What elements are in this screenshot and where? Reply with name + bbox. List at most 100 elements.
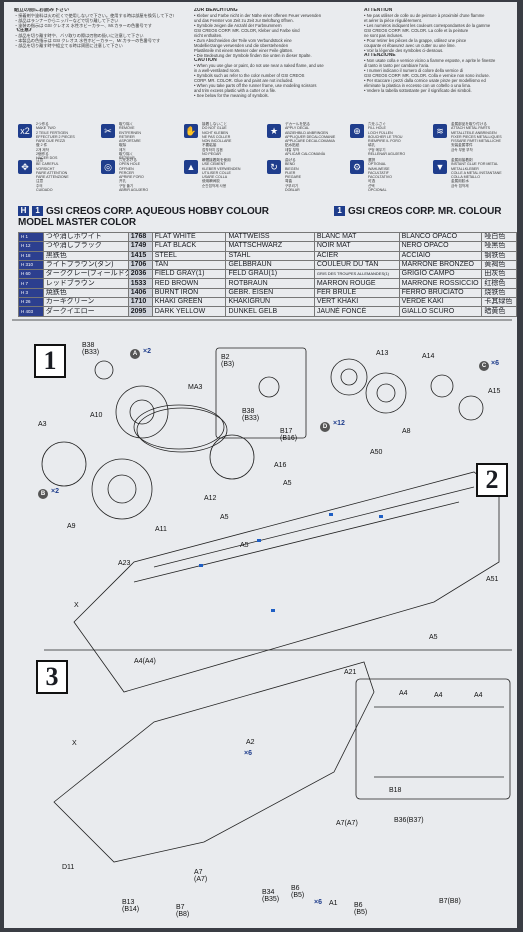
header-line: ne sont pas incluses. [364,33,404,38]
part-label-a8: A8 [402,428,411,435]
header-line: ・塗装の指示は GSI クレオス 水性ホビーカラー、Mr.カラーの色番号です [14,23,152,28]
make-two-icon: x2 [18,124,32,138]
header-line: • Non usate colla e vernice vicino a fia… [364,58,496,63]
symbol-entry: ▲瞬間接着剤を使用 USE CEMENT KLEBER VERWENDEN UT… [184,158,264,188]
paint-cell-cn: 暗黄色 [481,306,517,317]
header-line: ATTENTION [364,8,393,13]
header-line: di tanto in tanto per cambiare l'aria. [364,63,430,68]
part-label-b6-b5: B6 (B5) [291,885,305,899]
header-line: coupante et ébavurez avec un cutter ou u… [364,43,456,48]
mrcolor-num-box: 1 [334,206,345,217]
header-col-german-english: ZUR BEACHTUNG• Kleber und Farbe nicht in… [194,8,354,98]
a13-hub [340,368,358,386]
remove-icon: ✂ [101,124,115,138]
assembly-diagram [12,319,512,863]
paint-cell-it: GIALLO SCURO [398,306,483,317]
a3-part [41,441,87,487]
step-2-number: 2 [476,463,508,497]
symbol-text: 取り除く REMOVE ENTFERNEN RETIRER ASPORTARE … [119,122,141,161]
part-label-b2-b3: B2 (B3) [221,354,235,368]
header-line: GSI CREOS CORP. MR. COLOR. La colle et l… [364,28,469,33]
header-line: nicht enthalten. [194,33,223,38]
part-label-a5-2: A5 [220,514,229,521]
part-label-b17-b16: B17 (B16) [280,428,298,442]
part-label-c-circle: C [479,361,489,371]
symbol-entry: ✂ 取り除く REMOVE ENTFERNEN RETIRER ASPORTARE… [101,122,181,160]
part-label-a13: A13 [376,350,389,357]
part-label-a11: A11 [155,526,167,533]
fill-hole-icon: ⊕ [350,124,364,138]
part-label-b-circle: B [38,489,48,499]
step-1-number: 1 [34,344,66,378]
header-col-french-italian: ATTENTION• Ne pas utiliser de colle ou d… [364,8,514,93]
part-label-b38-b33b: B38 (B33) [242,408,260,422]
header-line: GSI CREOS CORP. MR. COLOR, Kleber und Fa… [194,28,300,33]
symbol-entry: ↻曲げる BEND BIEGEN PLIER PIEGARE 弯曲 구부리기 D… [267,158,347,192]
optional-icon: ⚙ [350,160,364,174]
part-label-b7-b8: B7(B8) [439,898,461,905]
header-line: ・部品を切り離す時や組立てる時は周囲に注意して下さい [14,43,123,48]
paint-cell-mm: 2095 [127,306,153,317]
symbol-text: 2つ作る MAKE TWO 2 TEILE FERTIGEN EFFECTUER… [36,122,75,161]
header-line: • Ne pas utiliser de colle ou de peintur… [364,13,485,18]
symbol-text: 穴をふさぐ FILL HOLE LOCH FÜLLEN BOUCHER LE T… [368,122,406,157]
part-label-a7-a7: A7(A7) [336,820,358,827]
header-line: ・部品はランナーからニッパーなどで切り離して下さい [14,18,119,23]
a8-wheel [365,372,407,414]
model-master-heading: MODEL MASTER COLOR [18,217,136,228]
part-label-a5-3: A5 [240,542,249,549]
paint-cell-de: DUNKEL GELB [225,306,315,317]
symbol-entry: x2 2つ作る MAKE TWO 2 TEILE FERTIGEN EFFECTU… [18,122,98,160]
header-line: • Per staccare i pezzi dalla cornice usa… [364,78,486,83]
part-label-a1: A1 [329,900,338,907]
open-hole-icon: ◎ [101,160,115,174]
header-line: in a well-ventilated room. [194,68,241,73]
part-label-a9: A9 [67,523,76,530]
symbol-entry: ⚙ 選択 OPTIONAL WAHLWEISE FACULTATIF FACOLT… [350,158,430,192]
part-label-a4-1: A4 [399,690,408,697]
part-label-x2: ×2 [143,348,151,355]
symbol-text: 接着しないこと DO NOT GLUE NICHT KLEBEN NE PAS … [202,122,232,157]
symbol-entry: ≋金属部品を取り付ける ATTACH METAL PARTS METALLTEI… [433,122,513,152]
part-label-a21: A21 [344,669,357,676]
header-line: • When you take parts off the runner fra… [194,83,317,88]
symbol-text: 金属用接着剤 INSTANT GLUE FOR METAL METALLKLEB… [451,158,502,188]
symbol-text: 注意 BE CAREFUL VORSICHT FAIRE ATTENTION F… [36,158,69,193]
header-line: CAUTION [194,58,217,63]
symbol-entry: ◎ 穴をあける OPEN HOLE ÖFFNEN PERCER APRIRE FO… [101,158,181,192]
symbol-entry: ★デカールを貼る APPLY DECAL ABZIEHBILD ANBRINGE… [267,122,347,156]
symbol-text: 曲げる BEND BIEGEN PLIER PIEGARE 弯曲 구부리기 DO… [285,158,301,193]
header-line: • See below for the meaning of symbols. [194,93,269,98]
header-line: • When you use glue or paint, do not use… [194,63,324,68]
b2-part [258,376,280,398]
ma3-ring-part [133,404,225,450]
instruction-sheet: 組立の前にお読み下さい・接着剤や塗料は火の近くで使用しないで下さい。使用する時は… [4,2,517,928]
header-line: ATTENZIONE [364,53,396,58]
h-box: H [18,206,29,217]
part-label-a51: A51 [486,576,499,583]
header-line: Modellierzange verwenden und die überste… [194,43,289,48]
part-label-b34-b35: B34 (B35) [262,889,280,903]
metal-glue-icon: ▼ [433,160,447,174]
part-label-a3: A3 [38,421,47,428]
part-label-x-2: X [72,740,77,747]
part-label-b13-b14: B13 (B14) [122,899,140,913]
decal-icon: ★ [267,124,281,138]
header-line: • Pour retirer les pièces de la grappe, … [364,38,467,43]
symbol-text: 穴をあける OPEN HOLE ÖFFNEN PERCER APRIRE FOR… [119,158,149,193]
header-line: CORP. MR. COLOR. Glue and paint are not … [194,78,294,83]
part-label-x6: ×6 [491,360,499,367]
part-label-a4-a4: A4(A4) [134,658,156,665]
symbol-text: 選択 OPTIONAL WAHLWEISE FACULTATIF FACOLTA… [368,158,392,193]
part-label-a7-a7b: A7 (A7) [194,869,208,883]
step-3-number: 3 [36,660,68,694]
header-line: • Vedere la tabella sottostante per il s… [364,88,472,93]
part-label-x2b: ×2 [51,488,59,495]
symbol-entry: ▼ 金属用接着剤 INSTANT GLUE FOR METAL METALLKLE… [433,158,513,188]
a15-wheel [458,395,484,421]
header-line: GSI CREOS CORP. MR. COLOR. Colla e verni… [364,73,490,78]
symbol-entry: ⊕ 穴をふさぐ FILL HOLE LOCH FÜLLEN BOUCHER LE … [350,122,430,156]
